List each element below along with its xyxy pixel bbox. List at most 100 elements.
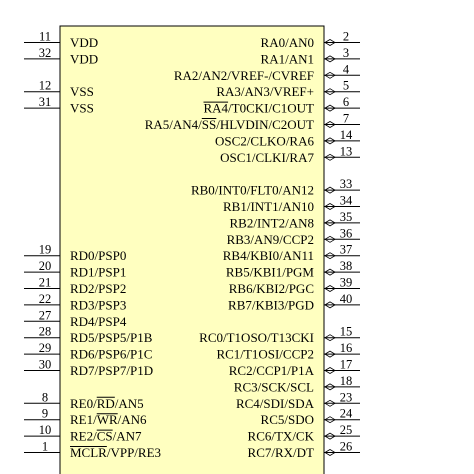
left-pin-number: 8 bbox=[42, 390, 48, 404]
bidirectional-pin-icon bbox=[324, 449, 336, 456]
left-pin-number: 30 bbox=[39, 358, 52, 372]
right-pin-label: RA1/AN1 bbox=[261, 51, 314, 66]
right-pin-label: RC6/TX/CK bbox=[248, 429, 315, 444]
left-pin: 11 VDD bbox=[24, 30, 98, 50]
right-pin-label: RB6/KBI2/PGC bbox=[229, 281, 314, 296]
left-pin-label: RD3/PSP3 bbox=[70, 297, 126, 312]
left-pin-number: 12 bbox=[39, 79, 52, 93]
right-pin-number: 34 bbox=[340, 194, 353, 208]
left-pin: 12 VSS bbox=[24, 79, 94, 99]
right-pin-label: RA5/AN4/SS/HLVDIN/C2OUT bbox=[145, 117, 314, 132]
right-pin-number: 4 bbox=[343, 62, 350, 76]
bidirectional-pin-icon bbox=[324, 268, 336, 276]
left-pin: 22 RD3/PSP3 bbox=[24, 292, 126, 312]
left-pin: 30 RD7/PSP7/P1D bbox=[24, 358, 153, 378]
right-pin-label: RA3/AN3/VREF+ bbox=[216, 84, 314, 99]
right-pin-number: 33 bbox=[340, 177, 353, 191]
bidirectional-pin-icon bbox=[324, 252, 336, 260]
right-pin-number: 13 bbox=[340, 144, 353, 158]
left-pin-number: 21 bbox=[39, 276, 52, 290]
right-pin-number: 17 bbox=[340, 358, 353, 372]
right-pin-number: 38 bbox=[340, 259, 353, 273]
left-pin-number: 20 bbox=[39, 259, 52, 273]
left-pin-number: 31 bbox=[39, 95, 52, 109]
left-pin-number: 29 bbox=[39, 341, 52, 355]
left-pin-label: VSS bbox=[70, 84, 94, 99]
right-pin-number: 26 bbox=[340, 440, 353, 454]
bidirectional-pin-icon bbox=[324, 186, 336, 194]
right-pin-label: RC0/T1OSO/T13CKI bbox=[199, 330, 314, 345]
bidirectional-pin-icon bbox=[324, 203, 336, 210]
left-pin-label: RD4/PSP4 bbox=[70, 314, 127, 329]
left-pin-number: 10 bbox=[39, 423, 52, 437]
right-pin: 17 RC2/CCP1/P1A bbox=[229, 358, 360, 378]
right-pin: 5 RA3/AN3/VREF+ bbox=[216, 79, 360, 99]
right-pin-label: RB3/AN9/CCP2 bbox=[227, 232, 314, 247]
right-pin-number: 24 bbox=[340, 407, 353, 421]
right-pin: 2 RA0/AN0 bbox=[261, 30, 360, 50]
bidirectional-pin-icon bbox=[324, 88, 336, 96]
right-pin-number: 14 bbox=[340, 128, 353, 142]
left-pin-number: 11 bbox=[39, 30, 51, 44]
right-pin-label: RA4/T0CKI/C1OUT bbox=[204, 101, 315, 116]
bidirectional-pin-icon bbox=[324, 121, 336, 128]
right-pin-label: RB5/KBI1/PGM bbox=[226, 265, 315, 280]
right-pin-group: 2RA0/AN03RA1/AN14RA2/AN2/VREF-/CVREF5RA3… bbox=[145, 30, 360, 460]
bidirectional-pin-icon bbox=[324, 367, 336, 374]
right-pin-label: RB1/INT1/AN10 bbox=[223, 199, 314, 214]
bidirectional-pin-icon bbox=[324, 71, 336, 79]
right-pin-number: 5 bbox=[343, 79, 349, 93]
right-pin-label: OSC2/CLKO/RA6 bbox=[215, 133, 314, 148]
left-pin-label: RD6/PSP6/P1C bbox=[70, 347, 152, 362]
bidirectional-pin-icon bbox=[324, 383, 336, 391]
left-pin-label: MCLR/VPP/RE3 bbox=[70, 445, 161, 460]
bidirectional-pin-icon bbox=[324, 432, 336, 440]
right-pin-number: 16 bbox=[340, 341, 353, 355]
left-pin-label: VDD bbox=[70, 35, 98, 50]
right-pin-number: 15 bbox=[340, 325, 353, 339]
bidirectional-pin-icon bbox=[324, 416, 336, 424]
left-pin-label: RD0/PSP0 bbox=[70, 248, 126, 263]
right-pin: 16 RC1/T1OSI/CCP2 bbox=[216, 341, 360, 362]
left-pin-label: RD5/PSP5/P1B bbox=[70, 330, 153, 345]
right-pin-number: 18 bbox=[340, 374, 353, 388]
bidirectional-pin-icon bbox=[324, 39, 336, 46]
bidirectional-pin-icon bbox=[324, 285, 336, 292]
left-pin-number: 9 bbox=[42, 407, 48, 421]
left-pin-label: RD2/PSP2 bbox=[70, 281, 126, 296]
right-pin: 33 RB0/INT0/FLT0/AN12 bbox=[191, 177, 360, 198]
bidirectional-pin-icon bbox=[324, 137, 336, 145]
right-pin-number: 37 bbox=[340, 243, 353, 257]
left-pin-label: RD7/PSP7/P1D bbox=[70, 363, 153, 378]
right-pin-label: RB0/INT0/FLT0/AN12 bbox=[191, 183, 314, 198]
right-pin: 34 RB1/INT1/AN10 bbox=[223, 194, 360, 214]
right-pin-label: RB2/INT2/AN8 bbox=[230, 215, 315, 230]
right-pin-label: RC7/RX/DT bbox=[248, 445, 315, 460]
bidirectional-pin-icon bbox=[324, 235, 336, 243]
right-pin: 15 RC0/T1OSO/T13CKI bbox=[199, 325, 360, 345]
ic-body bbox=[59, 25, 325, 474]
right-pin-number: 2 bbox=[343, 30, 349, 44]
right-pin-label: RC1/T1OSI/CCP2 bbox=[216, 347, 314, 362]
right-pin-label: RC2/CCP1/P1A bbox=[229, 363, 315, 378]
right-pin: 38 RB5/KBI1/PGM bbox=[226, 259, 360, 280]
left-pin-number: 22 bbox=[39, 292, 52, 306]
right-pin-label: RA0/AN0 bbox=[261, 35, 314, 50]
right-pin-label: RB7/KBI3/PGD bbox=[228, 297, 314, 312]
left-pin-number: 1 bbox=[42, 440, 48, 454]
